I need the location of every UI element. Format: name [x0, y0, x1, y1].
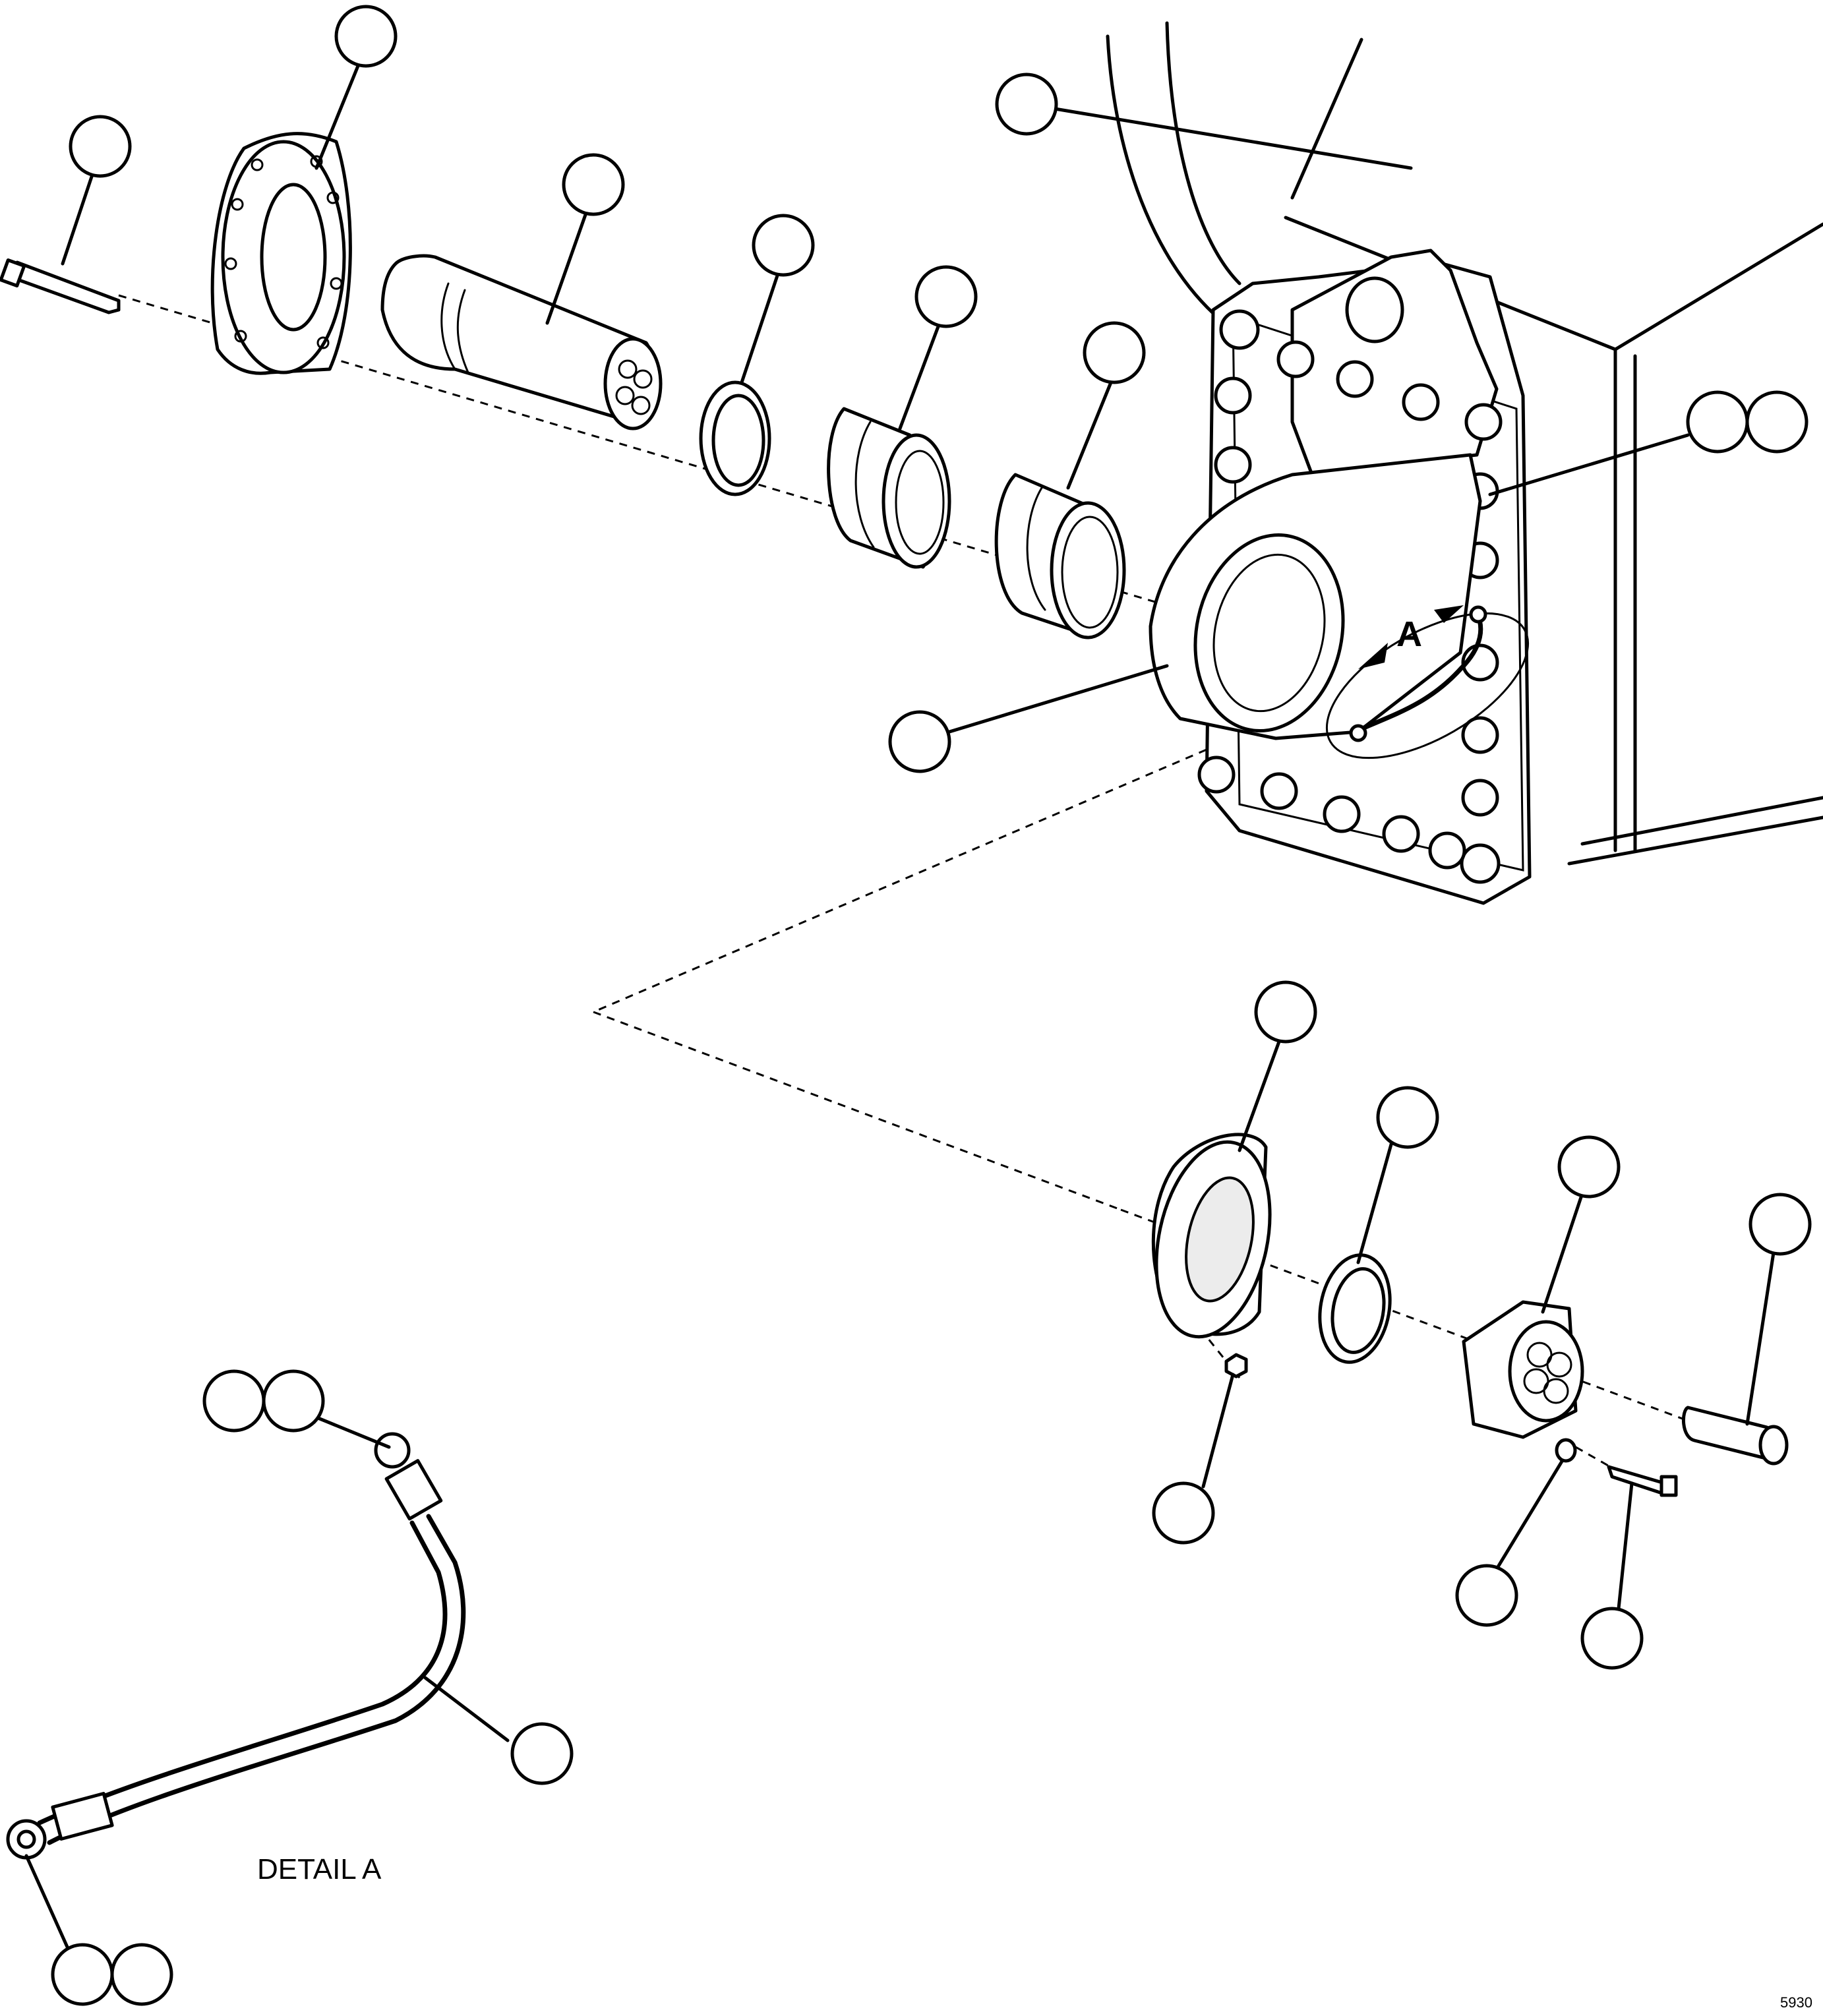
- callout-balloon: [1083, 321, 1146, 384]
- view-marker-label: A: [1396, 614, 1422, 654]
- figure-code: 5930: [1780, 1994, 1812, 2011]
- callout-balloon: [262, 1369, 325, 1433]
- bearing-cup: [994, 473, 1126, 639]
- callout-balloon: [1152, 1481, 1215, 1545]
- bearing-cone: [827, 407, 951, 569]
- callout-balloon: [110, 1943, 173, 2006]
- callout-balloon: [914, 265, 978, 328]
- callout-balloon: [1686, 390, 1749, 454]
- axle-housing: A: [1106, 21, 1823, 905]
- grease-hose-detail: [6, 1432, 466, 1860]
- callout-balloon: [1376, 1086, 1439, 1149]
- callout-balloon: [1557, 1135, 1621, 1199]
- callout-balloon: [1745, 390, 1808, 454]
- nut-small: [1224, 1353, 1248, 1379]
- bearing-cap-lower: [1151, 1133, 1272, 1339]
- bearing-cap-flange: [210, 132, 352, 375]
- bolt-long: [0, 258, 121, 314]
- detail-label: DETAIL A: [257, 1853, 382, 1885]
- callout-balloons: [24, 5, 1812, 2006]
- callout-balloon: [202, 1369, 266, 1433]
- splined-shaft: [1681, 1406, 1789, 1466]
- pivot-pin: [380, 254, 663, 430]
- callout-balloon: [69, 115, 132, 178]
- callout-balloon: [1455, 1564, 1518, 1627]
- cap-with-ports: [1462, 1300, 1584, 1439]
- view-arrow-left: [1358, 643, 1388, 669]
- callout-balloon: [995, 73, 1058, 136]
- callout-balloon: [562, 153, 625, 216]
- callout-balloon: [1254, 980, 1317, 1044]
- callout-balloon: [1580, 1607, 1644, 1670]
- callout-balloon: [51, 1943, 114, 2006]
- callout-balloon: [752, 214, 815, 277]
- seal-ring-lower: [1318, 1253, 1392, 1364]
- callout-balloon: [334, 5, 398, 68]
- view-arrow-right: [1434, 605, 1464, 623]
- callout-balloon: [888, 710, 951, 773]
- washer-small: [1555, 1438, 1577, 1463]
- callout-balloon: [1748, 1193, 1812, 1256]
- callout-balloon: [510, 1722, 574, 1785]
- bolt-short: [1607, 1465, 1678, 1497]
- seal-ring-upper: [699, 380, 771, 496]
